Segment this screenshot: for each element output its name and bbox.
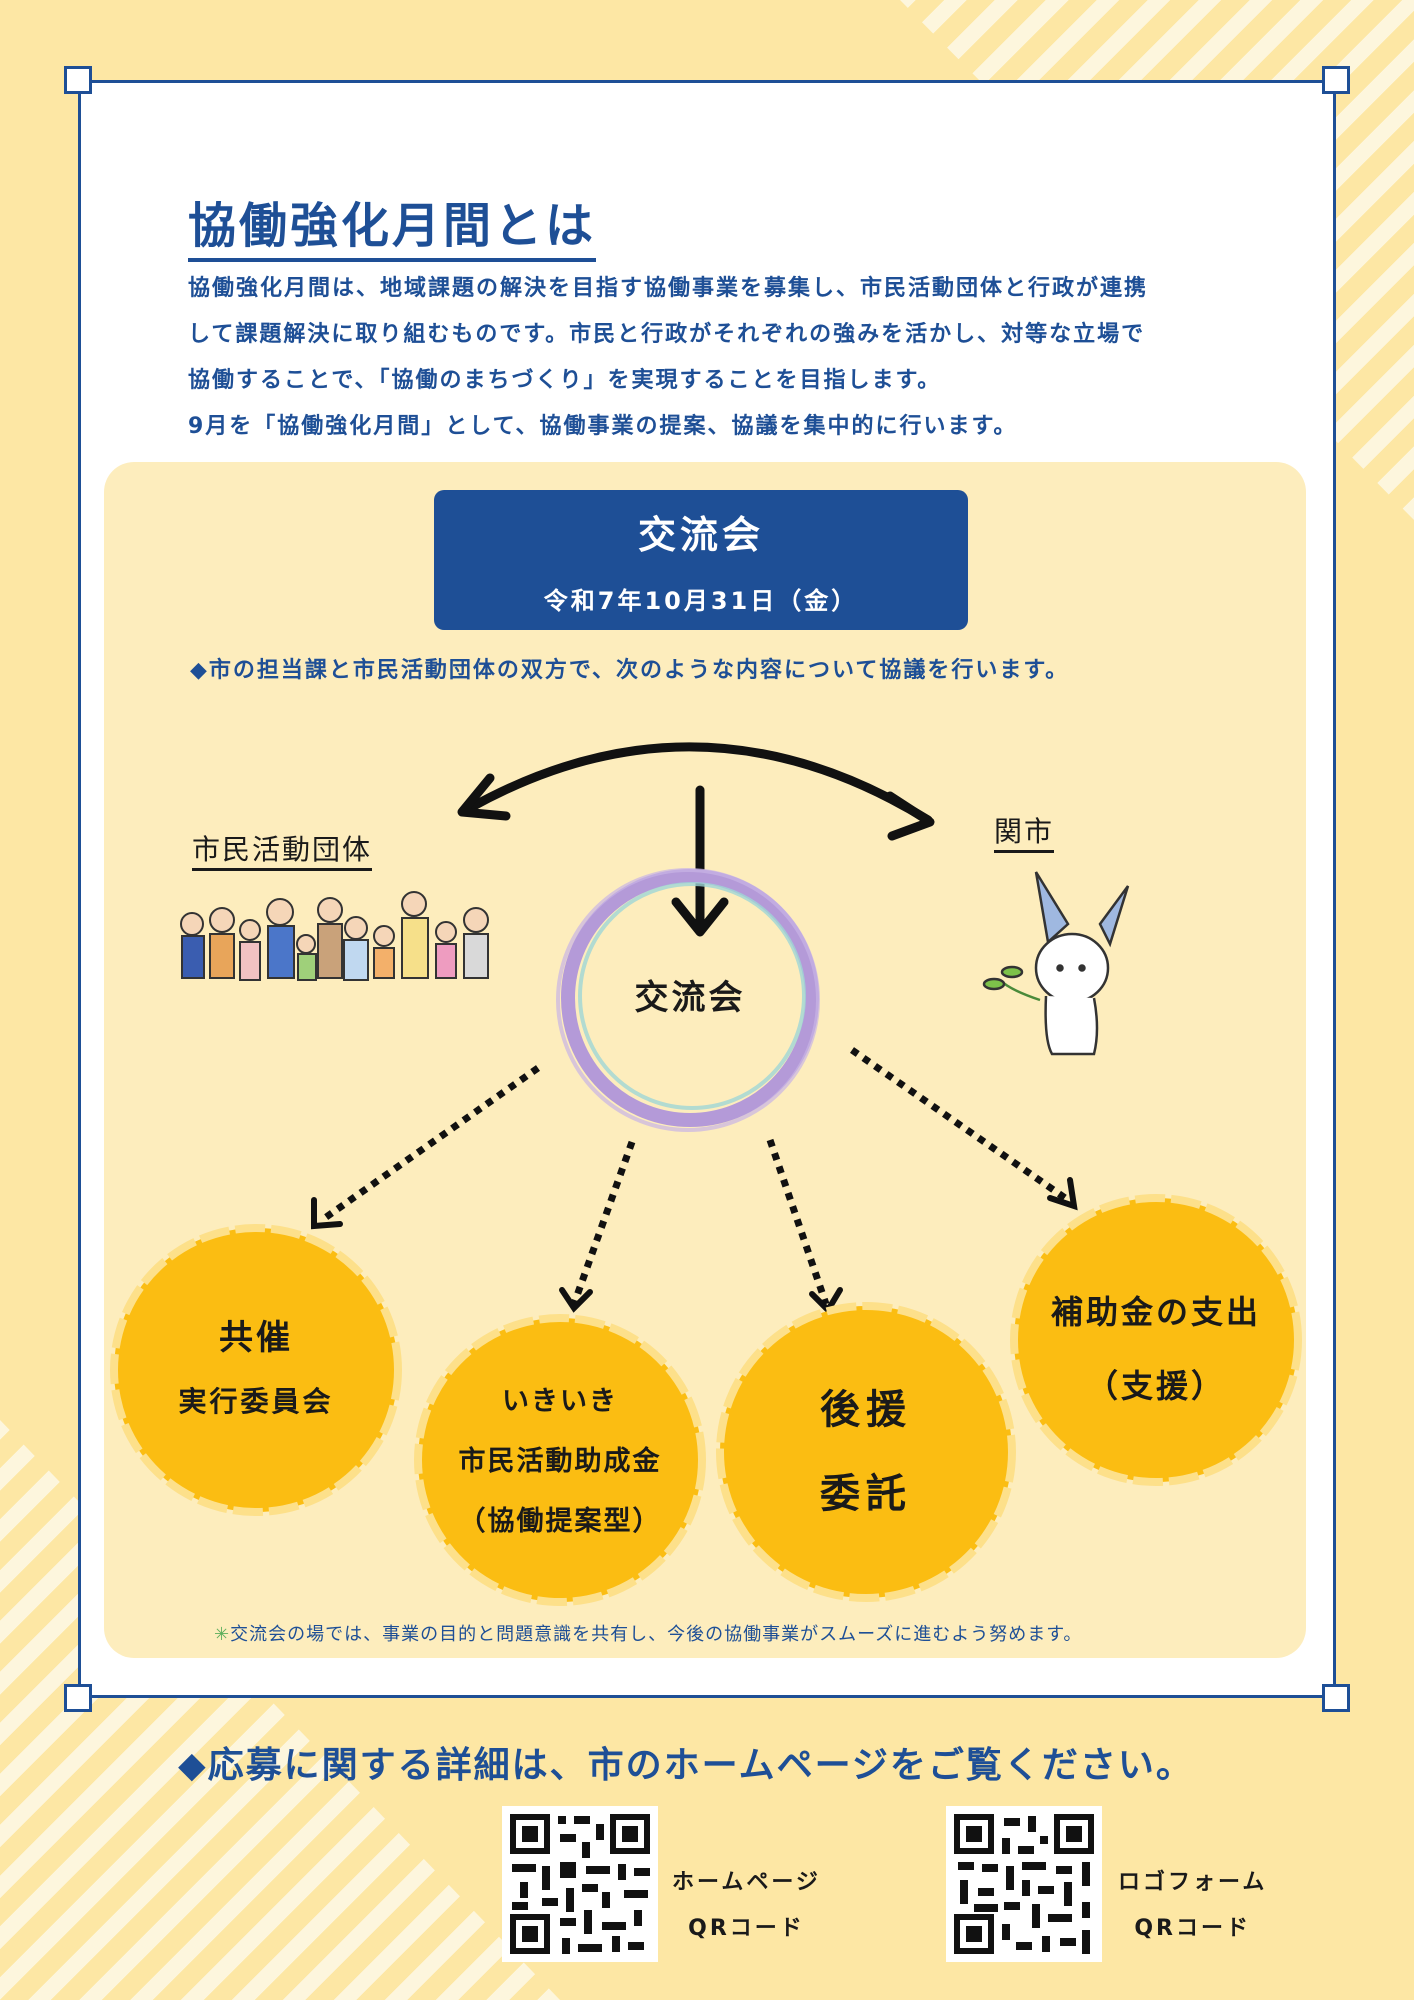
- arrowhead-left-icon: [457, 773, 511, 821]
- outcome-line: 実行委員会: [178, 1385, 334, 1418]
- outcome-line: 市民活動助成金: [458, 1446, 662, 1477]
- outcome-line: 共催: [219, 1318, 293, 1358]
- mascot-illustration-icon: [982, 871, 1130, 1056]
- event-date: 令和7年10月31日（金）: [543, 587, 859, 615]
- dotted-arrowheads: [311, 1177, 1078, 1315]
- outcome-circles: [110, 1194, 1302, 1606]
- intro-text: 協働強化月間は、地域課題の解決を目指す協働事業を募集し、市民活動団体と行政が連携…: [188, 266, 1268, 450]
- outcome-support: 後援 委託: [726, 1372, 1006, 1532]
- note-text: ✳交流会の場では、事業の目的と問題意識を共有し、今後の協働事業がスムーズに進むよ…: [214, 1620, 1082, 1646]
- event-title: 交流会: [637, 513, 764, 557]
- homepage-qr-label: ホームページ QRコード: [672, 1860, 821, 1952]
- citizens-illustration-icon: [180, 891, 489, 981]
- outcome-line: （支援）: [1085, 1367, 1226, 1405]
- frame-corner-bottom-right: [1322, 1684, 1350, 1712]
- down-arrow-head-icon: [671, 897, 729, 937]
- qr-code-icon: [954, 1814, 1094, 1954]
- dotted-arrows: [319, 1047, 1070, 1306]
- qr-label-line: QRコード: [688, 1916, 805, 1941]
- outcome-grant: いきいき 市民活動助成金 （協働提案型）: [420, 1372, 700, 1552]
- frame-corner-top-left: [64, 66, 92, 94]
- event-banner: 交流会 令和7年10月31日（金）: [434, 490, 968, 630]
- outcome-line: いきいき: [502, 1386, 618, 1417]
- form-qr-code[interactable]: [946, 1806, 1102, 1962]
- center-label: 交流会: [634, 978, 746, 1018]
- qr-label-line: ロゴフォーム: [1118, 1870, 1268, 1895]
- form-qr-label: ロゴフォーム QRコード: [1118, 1860, 1267, 1952]
- double-arrow-curve: [465, 742, 933, 825]
- intro-line: 協働することで、「協働のまちづくり」を実現することを目指します。: [188, 368, 942, 393]
- homepage-qr-code[interactable]: [502, 1806, 658, 1962]
- asterisk-icon: ✳: [214, 1624, 231, 1645]
- note-body: 交流会の場では、事業の目的と問題意識を共有し、今後の協働事業がスムーズに進むよう…: [230, 1624, 1083, 1645]
- footer-info: ◆応募に関する詳細は、市のホームページをご覧ください。: [178, 1745, 1194, 1786]
- outcome-line: （協働提案型）: [458, 1506, 662, 1537]
- intro-line: 9月を「協働強化月間」として、協働事業の提案、協議を集中的に行います。: [188, 414, 1018, 439]
- qr-label-line: QRコード: [1134, 1916, 1251, 1941]
- qr-code-icon: [510, 1814, 650, 1954]
- description-text: ◆市の担当課と市民活動団体の双方で、次のような内容について協議を行います。: [190, 658, 1070, 683]
- arrowhead-right-icon: [885, 791, 935, 841]
- outcome-line: 補助金の支出: [1050, 1293, 1261, 1331]
- label-citizen-groups: 市民活動団体: [192, 828, 373, 871]
- label-city: 関市: [994, 810, 1055, 853]
- page-title: 協働強化月間とは: [188, 186, 597, 262]
- intro-line: 協働強化月間は、地域課題の解決を目指す協働事業を募集し、市民活動団体と行政が連携: [188, 276, 1149, 301]
- ring-outer: [561, 869, 819, 1127]
- outcome-subsidy: 補助金の支出 （支援）: [1016, 1274, 1296, 1424]
- ring-inner: [578, 882, 806, 1110]
- ring-trace: [556, 868, 820, 1132]
- outcome-line: 後援: [820, 1387, 912, 1433]
- qr-label-line: ホームページ: [672, 1870, 821, 1895]
- intro-line: して課題解決に取り組むものです。市民と行政がそれぞれの強みを活かし、対等な立場で: [188, 322, 1146, 347]
- frame-corner-top-right: [1322, 66, 1350, 94]
- outcome-cohost: 共催 実行委員会: [116, 1290, 396, 1450]
- frame-corner-bottom-left: [64, 1684, 92, 1712]
- outcome-line: 委託: [820, 1471, 912, 1517]
